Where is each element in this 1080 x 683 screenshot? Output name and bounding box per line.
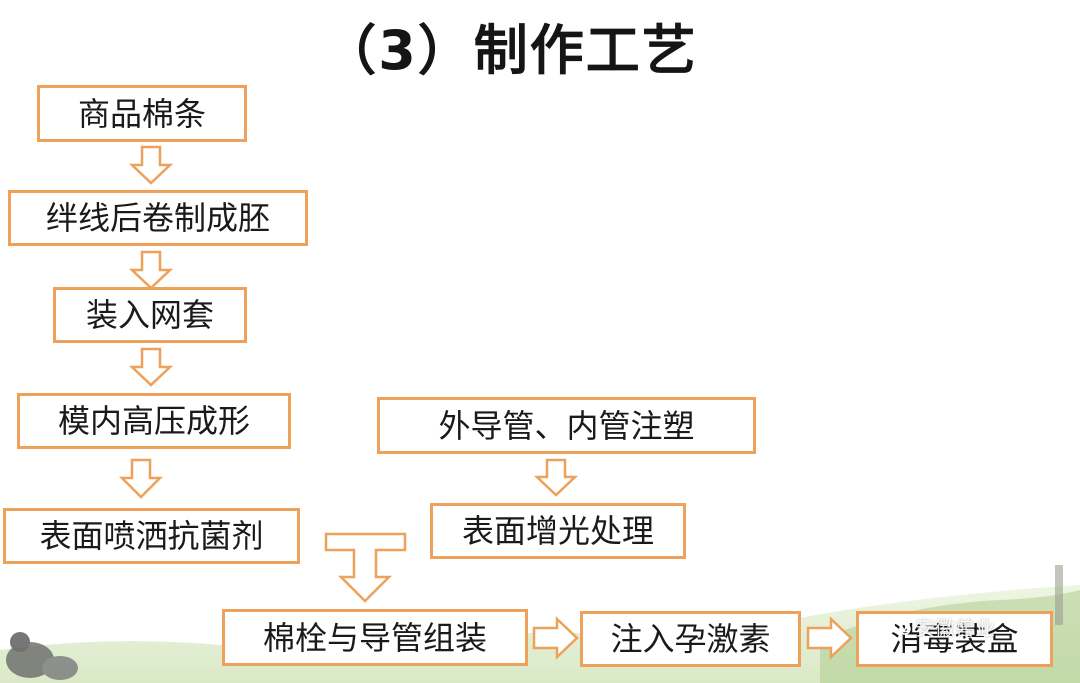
step-insert-net-sleeve: 装入网套	[53, 287, 247, 343]
watermark: 安徽兽业	[893, 612, 995, 641]
watermark-text: 安徽兽业	[915, 616, 995, 640]
step-spray-antibacterial: 表面喷洒抗菌剂	[3, 508, 300, 564]
step-tube-injection-molding: 外导管、内管注塑	[377, 397, 756, 454]
wechat-icon	[893, 618, 911, 635]
page-title: （3）制作工艺	[322, 19, 698, 82]
step-commercial-cotton-strip: 商品棉条	[37, 85, 247, 142]
step-inject-progesterone: 注入孕激素	[580, 611, 801, 667]
step-plug-tube-assembly: 棉栓与导管组装	[222, 609, 528, 666]
step-disinfect-and-box: 消毒装盒	[856, 611, 1053, 667]
animal-figure	[6, 632, 78, 680]
step-high-pressure-molding: 模内高压成形	[17, 393, 291, 449]
step-bind-and-roll-blank: 绊线后卷制成胚	[8, 190, 308, 246]
step-surface-gloss-treatment: 表面增光处理	[430, 503, 686, 559]
